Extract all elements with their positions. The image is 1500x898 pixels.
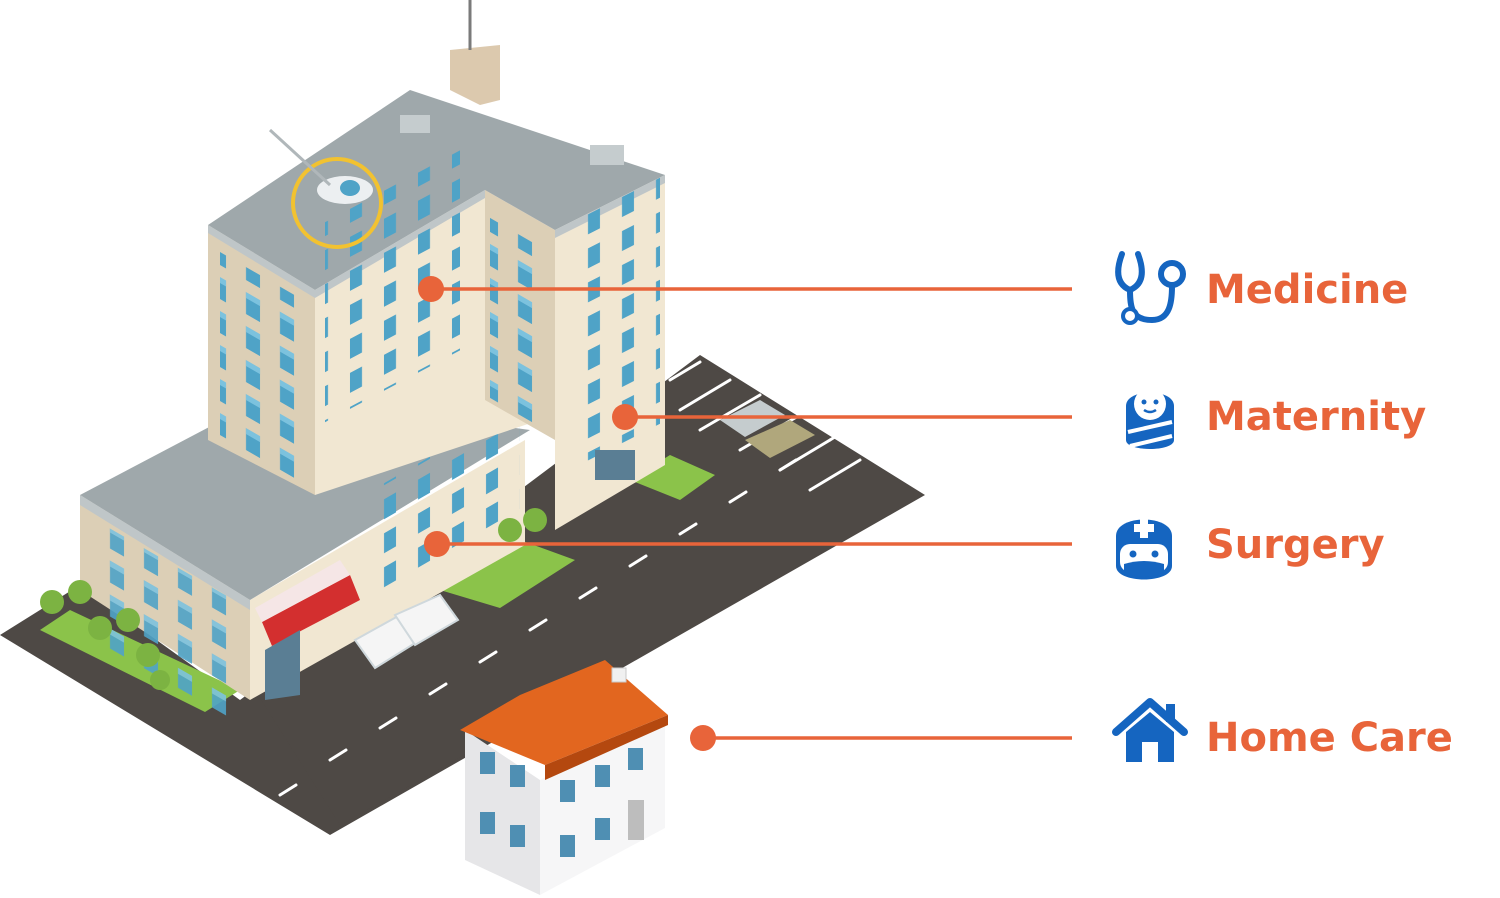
callout-dot-medicine bbox=[418, 276, 444, 302]
callout-dot-maternity bbox=[612, 404, 638, 430]
baby-icon bbox=[1112, 380, 1188, 456]
legend-label-surgery: Surgery bbox=[1206, 522, 1385, 568]
callout-dots bbox=[418, 276, 716, 751]
home-care-house bbox=[460, 660, 668, 895]
stethoscope-icon bbox=[1112, 250, 1188, 326]
callout-dot-surgery bbox=[424, 531, 450, 557]
trees bbox=[40, 508, 547, 690]
callout-lines bbox=[431, 287, 1072, 740]
vehicles bbox=[353, 400, 815, 670]
legend-label-maternity: Maternity bbox=[1206, 394, 1427, 440]
main-tower bbox=[208, 0, 665, 530]
legend-label-homecare: Home Care bbox=[1206, 715, 1453, 761]
callout-dot-homecare bbox=[690, 725, 716, 751]
house-icon bbox=[1112, 694, 1188, 770]
low-wing bbox=[80, 395, 530, 721]
legend-label-medicine: Medicine bbox=[1206, 267, 1409, 313]
surgeon-icon bbox=[1106, 508, 1182, 584]
